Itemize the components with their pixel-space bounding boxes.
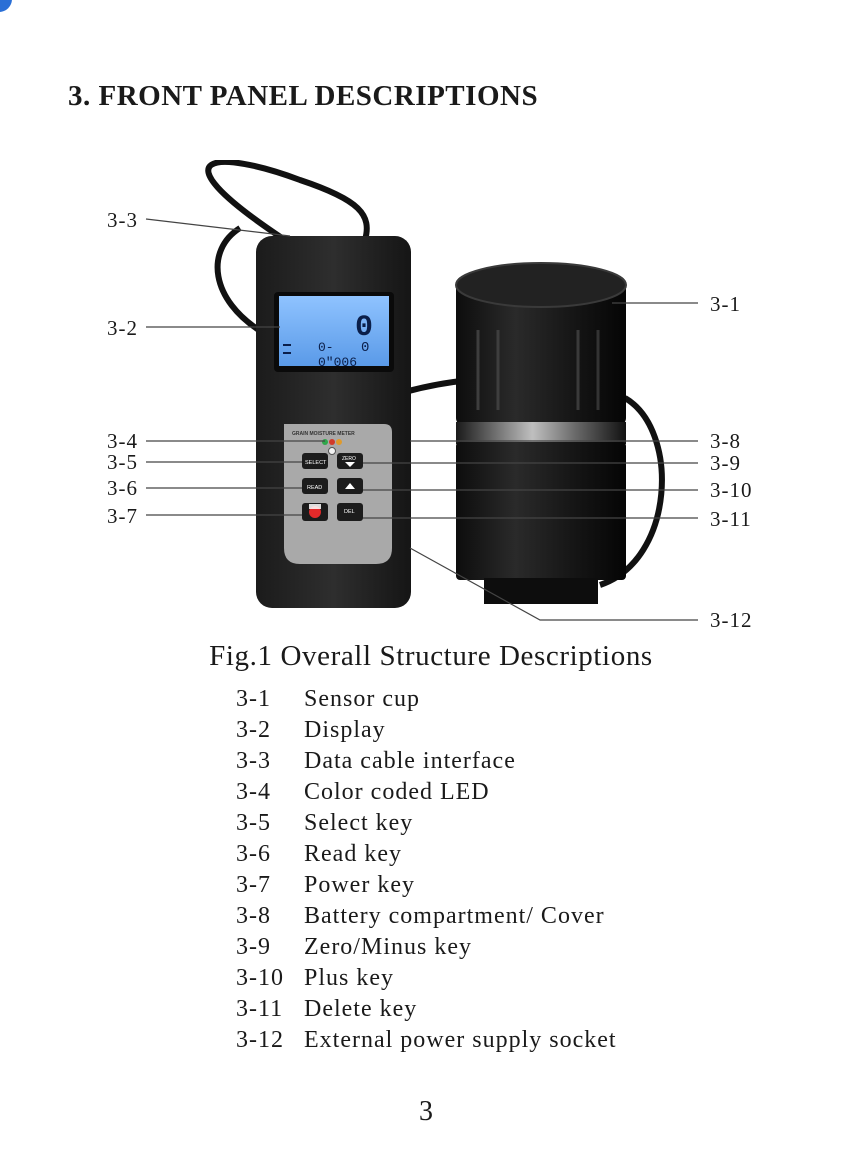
- part-name: Power key: [304, 872, 415, 898]
- list-item: 3-10 Plus key: [236, 965, 617, 996]
- part-name: Zero/Minus key: [304, 934, 472, 960]
- callout-3-4: 3-4: [107, 429, 138, 453]
- zero-key-label: ZERO: [342, 456, 356, 462]
- callout-lines: [145, 218, 698, 621]
- led-ring: [328, 447, 336, 455]
- callout-3-5: 3-5: [107, 450, 138, 474]
- list-item: 3-12 External power supply socket: [236, 1027, 617, 1058]
- part-name: Data cable interface: [304, 748, 516, 774]
- callout-3-3: 3-3: [107, 208, 138, 232]
- cup-base: [456, 442, 626, 580]
- callout-3-8: 3-8: [710, 429, 741, 453]
- zero-key: [337, 453, 363, 469]
- part-id: 3-8: [236, 903, 271, 929]
- lcd-screen: [279, 296, 389, 366]
- part-name: Sensor cup: [304, 686, 420, 712]
- part-name: Delete key: [304, 996, 418, 1022]
- part-id: 3-1: [236, 686, 271, 712]
- part-name: Read key: [304, 841, 402, 867]
- part-id: 3-4: [236, 779, 271, 805]
- cup-foot: [484, 578, 598, 604]
- list-item: 3-11 Delete key: [236, 996, 617, 1027]
- led-red: [329, 439, 335, 445]
- callout-3-9: 3-9: [710, 451, 741, 475]
- part-id: 3-6: [236, 841, 271, 867]
- cup-lid-top: [455, 262, 627, 308]
- read-key-label: READ: [307, 485, 322, 491]
- led-orange: [336, 439, 342, 445]
- section-heading: 3. FRONT PANEL DESCRIPTIONS: [68, 80, 539, 112]
- part-name: External power supply socket: [304, 1027, 617, 1053]
- callout-3-7: 3-7: [107, 504, 138, 528]
- list-item: 3-5 Select key: [236, 810, 617, 841]
- figure-caption: Fig.1 Overall Structure Descriptions: [209, 640, 653, 672]
- part-name: Select key: [304, 810, 414, 836]
- part-name: Plus key: [304, 965, 395, 991]
- panel-label: GRAIN MOISTURE METER: [292, 431, 355, 437]
- list-item: 3-9 Zero/Minus key: [236, 934, 617, 965]
- part-id: 3-2: [236, 717, 271, 743]
- select-key-label: SELECT: [305, 460, 327, 466]
- callout-3-6: 3-6: [107, 476, 138, 500]
- device-figure: 0 0- 0 0"006 GRAIN MOISTURE METER SELECT…: [0, 160, 852, 640]
- callout-3-11: 3-11: [710, 507, 752, 531]
- lcd-main-value: 0: [355, 311, 373, 345]
- cup-rim: [456, 422, 626, 444]
- list-item: 3-1 Sensor cup: [236, 686, 617, 717]
- part-id: 3-12: [236, 1027, 284, 1053]
- read-key: [302, 478, 328, 494]
- part-id: 3-9: [236, 934, 271, 960]
- select-key: [302, 453, 328, 469]
- callout-3-2: 3-2: [107, 316, 138, 340]
- key-panel: [284, 424, 392, 564]
- corner-marker: [0, 0, 12, 12]
- callout-3-1: 3-1: [710, 292, 741, 316]
- del-key-label: DEL: [344, 509, 355, 515]
- list-item: 3-8 Battery compartment/ Cover: [236, 903, 617, 934]
- parts-list: 3-1 Sensor cup 3-2 Display 3-3 Data cable i…: [236, 686, 617, 1058]
- part-name: Display: [304, 717, 386, 743]
- part-id: 3-11: [236, 996, 284, 1022]
- lcd-right-small: 0: [361, 340, 369, 356]
- list-item: 3-3 Data cable interface: [236, 748, 617, 779]
- part-id: 3-3: [236, 748, 271, 774]
- list-item: 3-4 Color coded LED: [236, 779, 617, 810]
- part-id: 3-5: [236, 810, 271, 836]
- page-number: 3: [419, 1096, 433, 1127]
- led-green: [322, 439, 328, 445]
- part-name: Battery compartment/ Cover: [304, 903, 605, 929]
- list-item: 3-2 Display: [236, 717, 617, 748]
- part-name: Color coded LED: [304, 779, 490, 805]
- part-id: 3-7: [236, 872, 271, 898]
- del-key: [337, 503, 363, 521]
- callout-3-12: 3-12: [710, 608, 753, 632]
- list-item: 3-6 Read key: [236, 841, 617, 872]
- device-illustration: 0 0- 0 0"006 GRAIN MOISTURE METER SELECT…: [145, 160, 698, 621]
- part-id: 3-10: [236, 965, 284, 991]
- lcd-left-small: 0-: [318, 340, 334, 355]
- lcd-bottom-line: 0"006: [318, 355, 357, 370]
- list-item: 3-7 Power key: [236, 872, 617, 903]
- cable-side-left: [214, 225, 264, 335]
- callout-3-10: 3-10: [710, 478, 753, 502]
- data-cable: [205, 160, 370, 241]
